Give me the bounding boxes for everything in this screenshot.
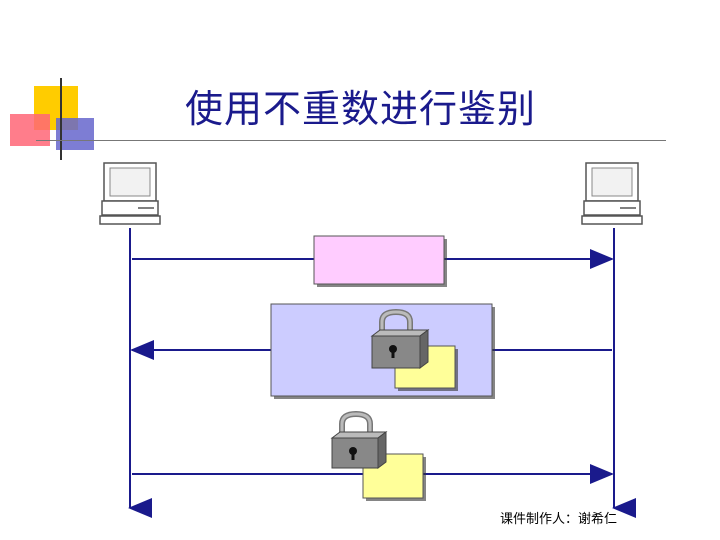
left-computer-icon xyxy=(99,162,161,225)
deco-vertical-rule xyxy=(60,78,62,160)
message-3-lock-icon xyxy=(330,410,388,469)
slide-title: 使用不重数进行鉴别 xyxy=(185,87,537,131)
deco-horizontal-rule xyxy=(36,140,666,141)
slide-credit: 课件制作人：谢希仁 xyxy=(500,512,618,527)
message-2-lock-icon xyxy=(370,308,430,369)
deco-blue-block xyxy=(56,118,94,150)
right-computer-icon xyxy=(581,162,643,225)
